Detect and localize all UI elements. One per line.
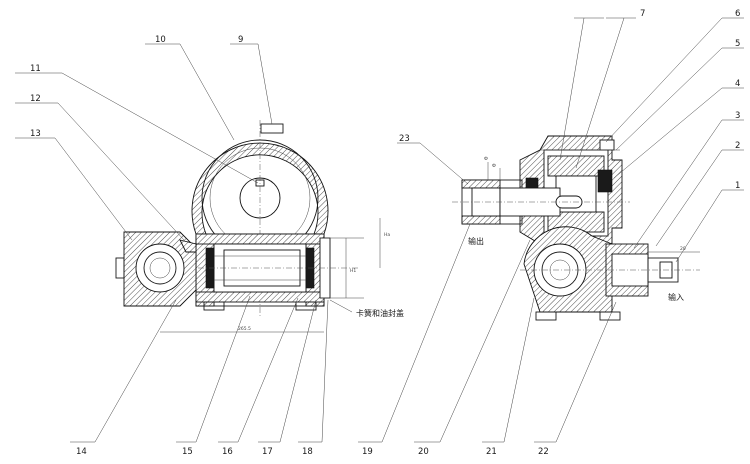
callout-3a: 3 [735, 111, 740, 121]
callout-14: 14 [76, 447, 87, 457]
left-view: 265.5 Ha H1 [15, 43, 390, 443]
callout-21: 21 [486, 447, 497, 457]
callout-1: 1 [735, 181, 740, 191]
dim-height-left: Ha [384, 232, 390, 238]
callout-12: 12 [30, 94, 41, 104]
callout-11: 11 [30, 64, 41, 74]
callout-13: 13 [30, 129, 41, 139]
right-view: Ф Ф 20 [358, 17, 744, 443]
input-housing-right: 20 [520, 226, 700, 321]
callout-22: 22 [538, 447, 549, 457]
input-flange-left [115, 231, 197, 307]
callout-17: 17 [262, 447, 273, 457]
text-labels: 卡簧和油封盖 输出 输入 [356, 236, 684, 318]
dim-center-left: H1 [350, 268, 356, 274]
callout-5: 5 [735, 39, 740, 49]
callout-23: 23 [399, 134, 410, 144]
right-leaders [358, 17, 744, 443]
dim-width-left: 265.5 [238, 326, 251, 332]
callout-7: 7 [640, 9, 645, 19]
callout-4: 4 [735, 79, 740, 89]
seal-note-label: 卡簧和油封盖 [356, 308, 404, 318]
worm-shaft-body [132, 233, 360, 311]
callout-2: 2 [735, 141, 740, 151]
left-leaders [15, 43, 353, 443]
callout-10: 10 [155, 35, 166, 45]
input-label: 输入 [668, 292, 684, 302]
output-shaft: Ф Ф [452, 156, 630, 225]
callout-15: 15 [182, 447, 193, 457]
callout-20: 20 [418, 447, 429, 457]
dim-shaft-right: 20 [680, 246, 686, 252]
output-label: 输出 [468, 236, 484, 246]
callout-numbers: 10 9 11 12 13 14 15 16 17 18 19 20 21 22… [30, 9, 740, 457]
callout-9: 9 [238, 35, 243, 45]
left-dimensions: 265.5 Ha H1 [160, 218, 390, 333]
callout-6: 6 [735, 9, 740, 19]
callout-16: 16 [222, 447, 233, 457]
callout-19: 19 [362, 447, 373, 457]
svg-text:Ф: Ф [492, 163, 496, 169]
svg-text:Ф: Ф [484, 156, 488, 162]
callout-18: 18 [302, 447, 313, 457]
